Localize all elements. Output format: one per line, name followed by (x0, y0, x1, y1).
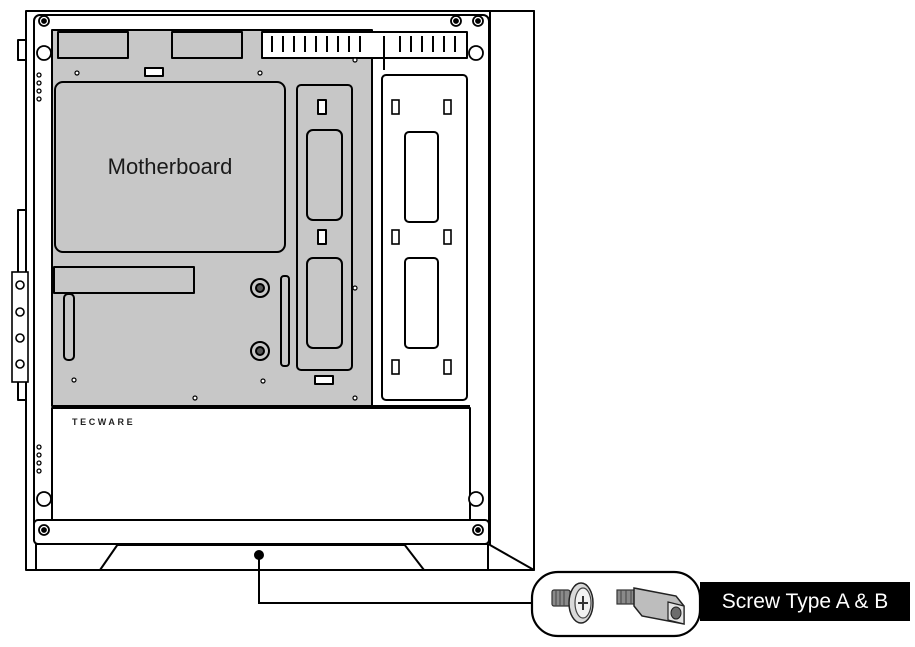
rear-edge (17, 39, 26, 61)
screw-type-label: Screw Type A & B (721, 589, 889, 613)
gpu-slot-bar (53, 266, 195, 294)
motherboard-area (54, 81, 286, 253)
psu-shroud (51, 407, 471, 521)
front-bezel (489, 10, 535, 571)
callout-label-box: Screw Type A & B (700, 582, 910, 621)
screw-callout-bubble (530, 570, 702, 638)
case-foot-left (35, 543, 119, 571)
callout-leader (254, 550, 532, 604)
brand-label: TECWARE (72, 417, 135, 427)
standoff-b-icon (616, 587, 685, 625)
top-vent-grille (261, 31, 468, 59)
motherboard-label: Motherboard (108, 154, 233, 179)
case-foot-right (403, 543, 489, 571)
drive-cage (381, 74, 468, 401)
screw-a-icon (551, 582, 594, 624)
corner-screws (36, 15, 484, 536)
